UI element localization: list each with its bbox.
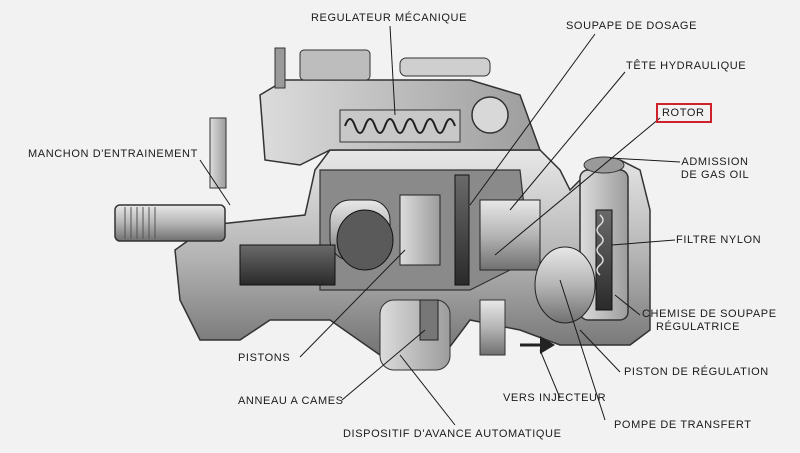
rotor-highlight-box (656, 103, 712, 123)
label-rotor: ROTOR (662, 107, 705, 119)
label-pompe-transfert: POMPE DE TRANSFERT (614, 419, 752, 431)
label-tete-hydraulique: TÊTE HYDRAULIQUE (626, 60, 747, 72)
label-chemise-2: RÉGULATRICE (656, 321, 741, 333)
lever-block (299, 49, 371, 81)
label-anneau: ANNEAU A CAMES (238, 395, 344, 407)
throttle-lever (399, 57, 491, 77)
advance-plug (419, 299, 439, 341)
cam-section (239, 244, 336, 286)
leader-lines (199, 25, 681, 426)
stop-stud (274, 47, 286, 89)
rotor-shaft (454, 174, 470, 286)
label-dispositif: DISPOSITIF D'AVANCE AUTOMATIQUE (343, 428, 562, 440)
label-admission-1: ADMISSION (681, 156, 749, 168)
label-manchon: MANCHON D'ENTRAINEMENT (28, 148, 198, 160)
label-soupape-dosage: SOUPAPE DE DOSAGE (566, 20, 698, 32)
injector-arrow (540, 336, 555, 354)
label-filtre: FILTRE NYLON (676, 234, 762, 246)
label-pistons: PISTONS (238, 352, 291, 364)
roller (336, 209, 394, 271)
label-regulateur: REGULATEUR MÉCANIQUE (311, 12, 468, 24)
label-piston-regulation: PISTON DE RÉGULATION (624, 366, 769, 378)
plunger-block (399, 194, 441, 266)
transfer-pump (534, 246, 596, 324)
outlet-union (479, 299, 506, 356)
regulator-cavity (339, 109, 461, 143)
label-chemise-1: CHEMISE DE SOUPAPE (642, 308, 777, 320)
label-vers-injecteur: VERS INJECTEUR (503, 392, 607, 404)
shaft-splines (124, 207, 156, 239)
hydraulic-head (479, 199, 541, 271)
regulator-cap (471, 96, 509, 134)
label-admission-2: DE GAS OIL (680, 169, 750, 181)
valve-spring (596, 214, 604, 276)
regulating-piston (595, 209, 613, 311)
regulator-spring (344, 118, 456, 134)
bleed-screw (209, 117, 227, 189)
